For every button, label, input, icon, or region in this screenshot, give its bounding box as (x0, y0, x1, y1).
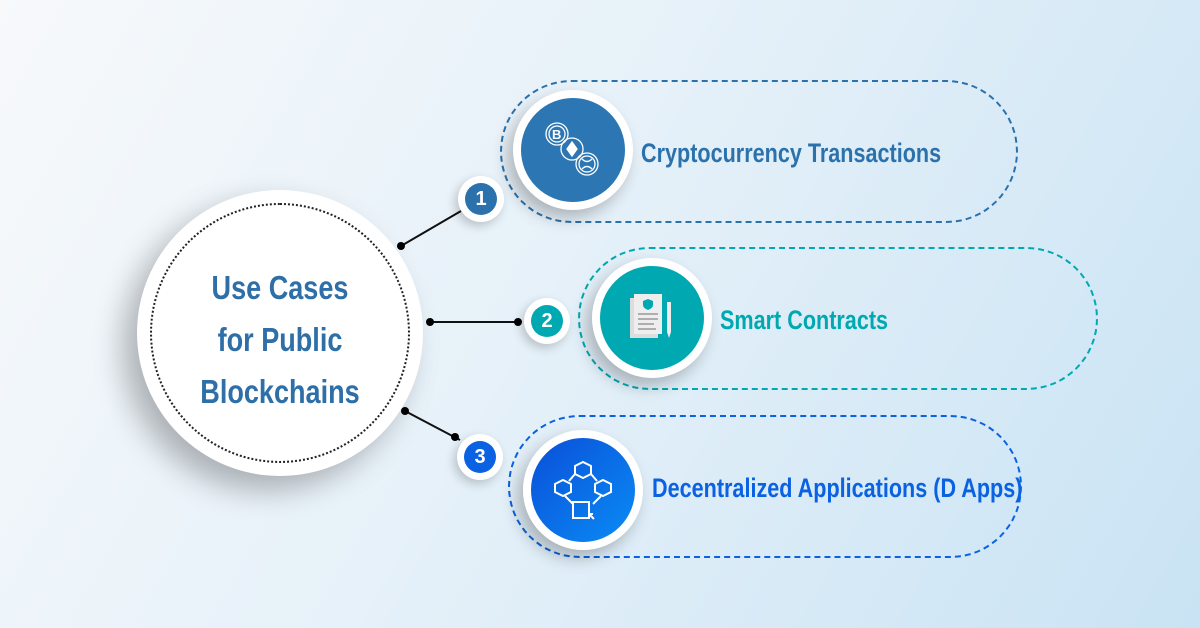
item-2-label: Smart Contracts (720, 305, 889, 335)
hub-dotted-ring (150, 203, 410, 463)
item-2-number-badge: 2 (524, 298, 570, 344)
crypto-coins-icon: B (513, 90, 633, 210)
contract-document-icon (592, 258, 712, 378)
item-2-dashed-pill (578, 247, 1098, 390)
blockchain-network-icon (523, 430, 643, 550)
item-3-label: Decentralized Applications (D Apps) (652, 473, 1023, 503)
item-1-number: 1 (465, 183, 497, 215)
item-1-dashed-pill (500, 80, 1018, 223)
item-1-label: Cryptocurrency Transactions (641, 138, 942, 168)
hub-circle: Use Cases for Public Blockchains (137, 190, 423, 476)
item-3-dashed-pill (508, 415, 1022, 558)
item-3-number: 3 (464, 441, 496, 473)
hub-title-line: for Public (217, 321, 343, 358)
item-2-number: 2 (531, 305, 563, 337)
item-1-number-badge: 1 (458, 176, 504, 222)
hub-title: Use Cases for Public Blockchains (163, 262, 398, 418)
hub-title-line: Blockchains (200, 373, 360, 410)
hub-title-line: Use Cases (211, 269, 349, 306)
item-3-number-badge: 3 (457, 434, 503, 480)
svg-text:B: B (552, 127, 561, 142)
